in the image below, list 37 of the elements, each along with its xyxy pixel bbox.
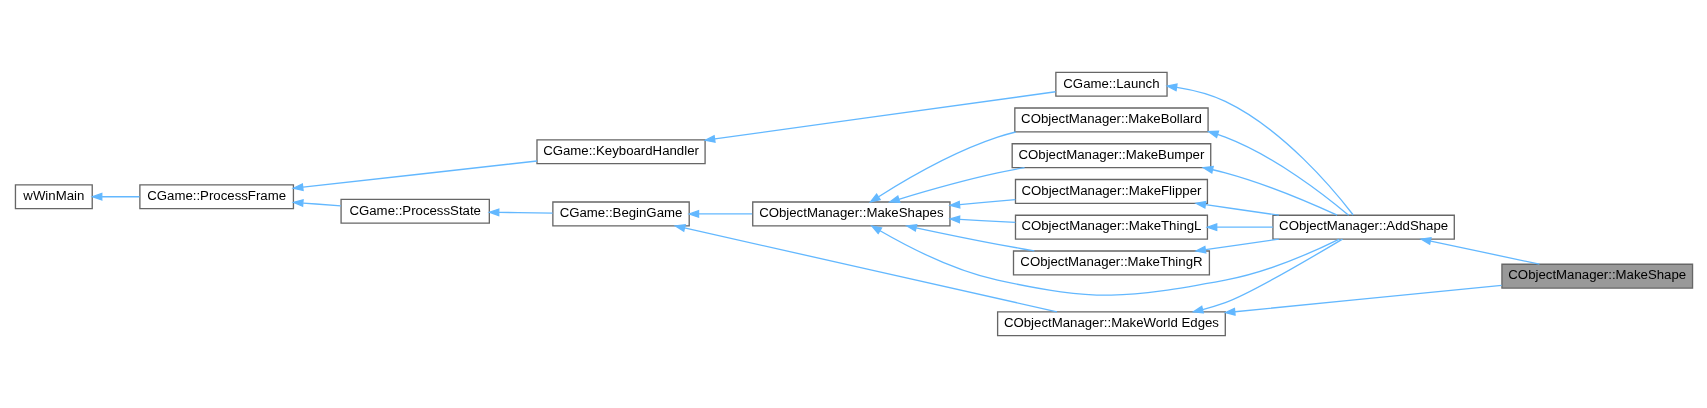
arrow [1193, 238, 1279, 254]
arrow [291, 160, 538, 192]
arrow [291, 198, 342, 208]
node-box: CObjectManager::MakeBumper [1011, 143, 1211, 169]
node-box: CObjectManager::MakeBollard [1013, 107, 1209, 133]
node-box: CObjectManager::MakeShape [1500, 263, 1693, 289]
node-box: CGame::ProcessFrame [138, 184, 294, 210]
node-box: CObjectManager::MakeThingR [1012, 250, 1210, 276]
arrow [947, 215, 1016, 224]
arrow [686, 209, 753, 219]
arrow [887, 167, 1025, 204]
node-box: CObjectManager::MakeShapes [751, 201, 951, 227]
arrow [869, 224, 1340, 296]
arrow [1223, 284, 1502, 316]
node-box: CGame::ProcessState [339, 198, 490, 224]
node-box: CGame::KeyboardHandler [535, 139, 706, 165]
arrow [1193, 200, 1279, 216]
node-box: CObjectManager::MakeThingL [1014, 214, 1208, 240]
arrow [1191, 238, 1343, 314]
arrow [702, 91, 1056, 143]
arrow [904, 223, 1035, 252]
node-box: wWinMain [14, 184, 93, 210]
arrow [1200, 165, 1338, 216]
node-box: CGame::Launch [1054, 71, 1168, 97]
arrow [1164, 83, 1354, 216]
arrow [487, 208, 553, 217]
node-box: CObjectManager::MakeWorld Edges [996, 311, 1226, 337]
arrow [1204, 223, 1274, 232]
arrow [1418, 237, 1540, 265]
node-box: CGame::BeginGame [551, 201, 690, 227]
node-box: CObjectManager::AddShape [1271, 214, 1455, 240]
arrow [868, 131, 1016, 203]
arrow [947, 199, 1016, 209]
arrow [672, 224, 1058, 313]
arrow [90, 192, 140, 201]
arrow [1206, 130, 1349, 216]
node-box: CObjectManager::MakeFlipper [1014, 178, 1208, 204]
